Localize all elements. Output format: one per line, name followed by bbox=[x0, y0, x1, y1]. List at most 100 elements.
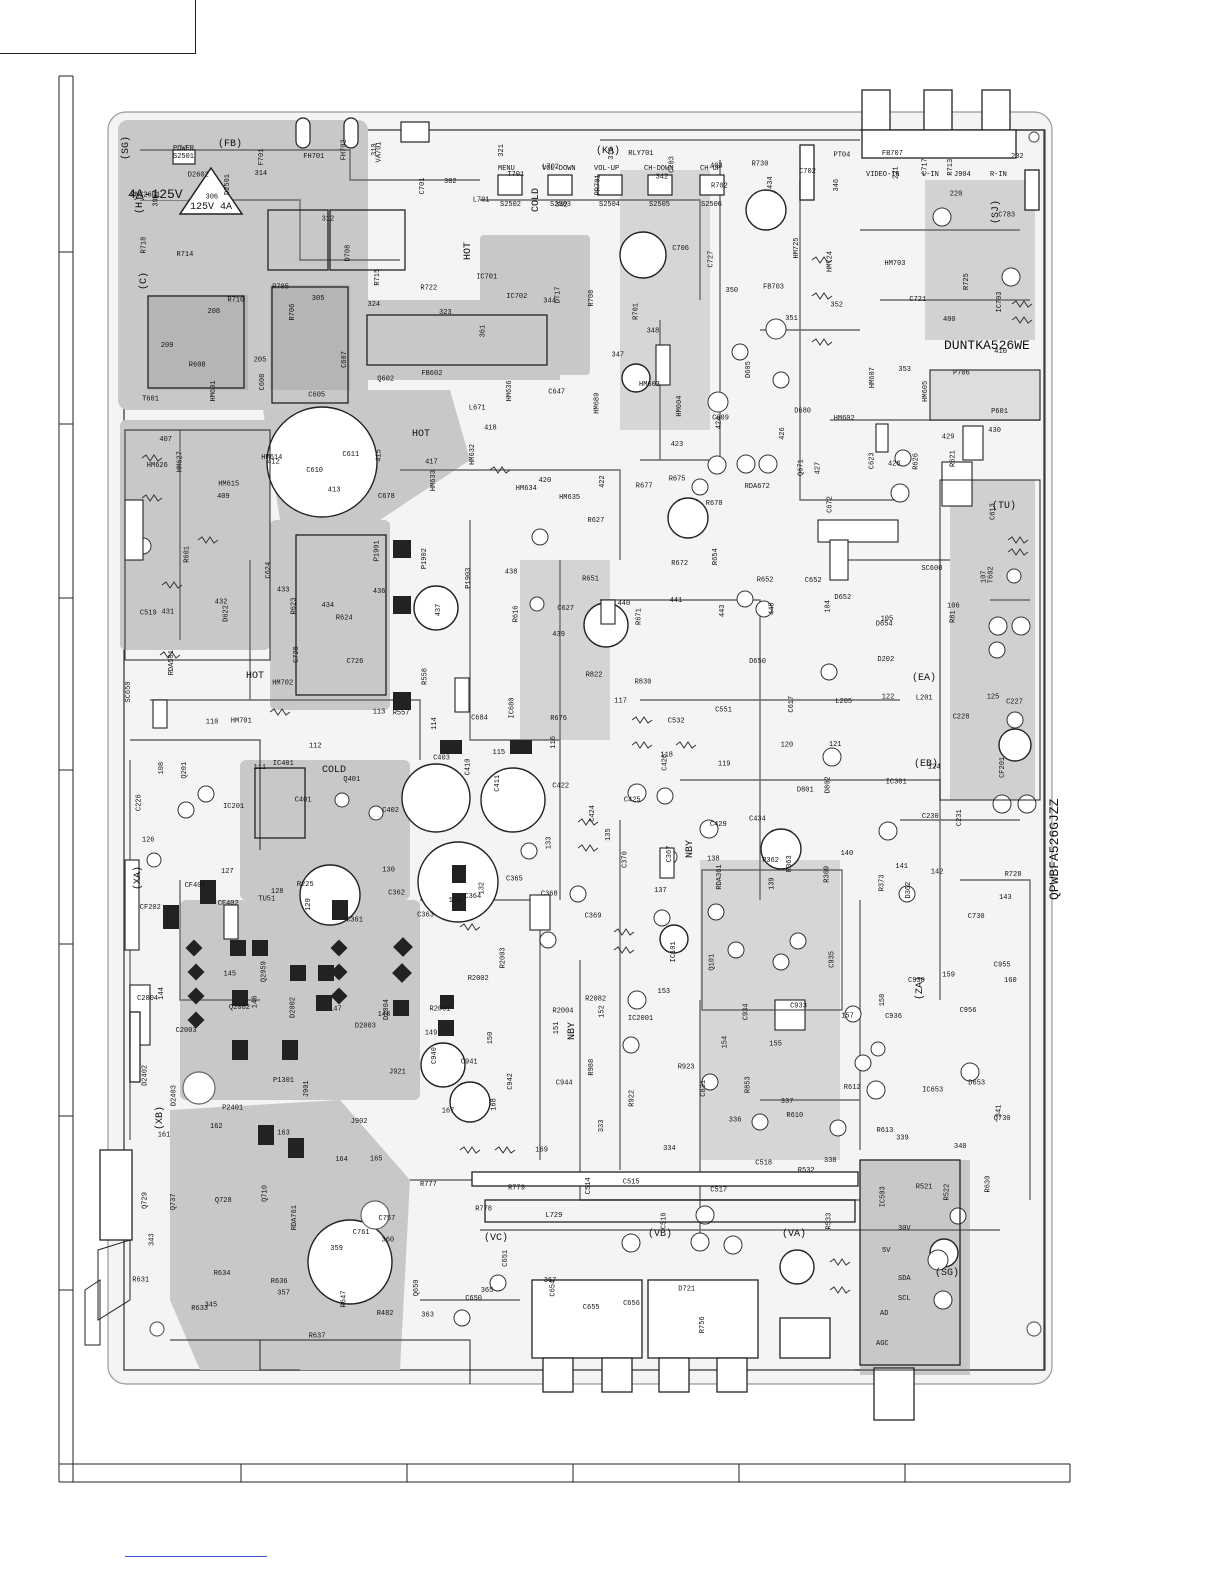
component-designator: C424 bbox=[589, 805, 597, 822]
component-designator: R557 bbox=[393, 709, 410, 717]
component-designator: HM615 bbox=[218, 480, 239, 488]
jumper-number: 124 bbox=[928, 763, 941, 771]
component-designator: C403 bbox=[433, 755, 450, 763]
jumper-number: 302 bbox=[444, 178, 457, 186]
jumper-number: 417 bbox=[425, 458, 438, 466]
component-designator: D2002 bbox=[290, 997, 298, 1018]
component-designator: D2403 bbox=[171, 1085, 179, 1106]
jack-r-in-label: R-IN bbox=[990, 171, 1007, 179]
component-designator: R728 bbox=[1005, 871, 1022, 879]
component-designator: HM636 bbox=[506, 380, 514, 401]
component-designator: HM635 bbox=[559, 494, 580, 502]
component-designator: C370 bbox=[622, 851, 630, 868]
jumper-number: 347 bbox=[612, 351, 625, 359]
component-designator: L702 bbox=[542, 163, 559, 171]
jumper-number: 409 bbox=[217, 493, 230, 501]
drawing-frame bbox=[58, 75, 1071, 1483]
component-designator: C942 bbox=[507, 1073, 515, 1090]
component-designator: C364 bbox=[464, 893, 481, 901]
component-designator: C654 bbox=[549, 1280, 557, 1297]
jumper-number: 205 bbox=[254, 357, 267, 365]
component-designator: R601 bbox=[184, 546, 192, 563]
section-tag: (VB) bbox=[648, 1228, 672, 1240]
jumper-number: 158 bbox=[879, 994, 887, 1007]
jumper-number: 142 bbox=[931, 868, 944, 876]
power-switch-ref: S2501 bbox=[173, 153, 194, 161]
component-designator: R532 bbox=[798, 1167, 815, 1175]
component-designator: J901 bbox=[303, 1080, 311, 1097]
component-designator: HM603 bbox=[639, 381, 660, 389]
footer-hyperlink-underline[interactable] bbox=[125, 1556, 267, 1557]
component-designator: C934 bbox=[742, 1003, 750, 1020]
component-designator: FB703 bbox=[763, 284, 784, 292]
component-designator: DT17 bbox=[554, 286, 562, 303]
component-designator: P1901 bbox=[374, 540, 382, 561]
jumper-number: 119 bbox=[718, 761, 731, 769]
component-designator: IC701 bbox=[476, 274, 497, 282]
component-designator: C933 bbox=[790, 1003, 807, 1011]
component-designator: C434 bbox=[749, 815, 766, 823]
jumper-number: 407 bbox=[159, 436, 172, 444]
jumper-number: 437 bbox=[435, 604, 443, 617]
component-designator: R2004 bbox=[553, 1008, 574, 1016]
component-designator: D202 bbox=[877, 656, 894, 664]
component-designator: C611 bbox=[342, 451, 359, 459]
component-designator: IC201 bbox=[223, 803, 244, 811]
component-designator: C551 bbox=[715, 706, 732, 714]
component-designator: R676 bbox=[550, 715, 567, 723]
component-designator: HM702 bbox=[272, 679, 293, 687]
component-designator: R626 bbox=[913, 453, 921, 470]
component-designator: C608 bbox=[259, 374, 267, 391]
component-designator: R713 bbox=[947, 159, 955, 176]
component-designator: L701 bbox=[473, 196, 490, 204]
jumper-number: 333 bbox=[598, 1120, 606, 1133]
jumper-number: 427 bbox=[814, 462, 822, 475]
component-designator: R616 bbox=[512, 605, 520, 622]
jumper-number: 440 bbox=[618, 600, 631, 608]
jumper-number: 343 bbox=[149, 1233, 157, 1246]
component-designator: C956 bbox=[960, 1007, 977, 1015]
component-designator: HM725 bbox=[793, 237, 801, 258]
component-designator: C940 bbox=[431, 1047, 439, 1064]
component-designator: C227 bbox=[1006, 699, 1023, 707]
cold-label-top: COLD bbox=[531, 188, 542, 212]
component-designator: R923 bbox=[678, 1064, 695, 1072]
component-designator: L205 bbox=[835, 698, 852, 706]
jumper-number: 312 bbox=[608, 147, 616, 160]
component-designator: C228 bbox=[953, 713, 970, 721]
jumper-number: 140 bbox=[841, 850, 854, 858]
jumper-number: 432 bbox=[215, 598, 228, 606]
component-designator: C624 bbox=[265, 562, 273, 579]
jumper-number: 144 bbox=[158, 987, 166, 1000]
component-designator: CF202 bbox=[140, 904, 161, 912]
jumper-number: 441 bbox=[670, 597, 683, 605]
component-designator: R612 bbox=[844, 1084, 861, 1092]
component-designator: R373 bbox=[879, 874, 887, 891]
component-designator: D653 bbox=[968, 1079, 985, 1087]
section-tag: (SJ) bbox=[990, 200, 1002, 224]
component-designator: IC503 bbox=[880, 1186, 888, 1207]
component-designator: C655 bbox=[583, 1304, 600, 1312]
component-designator: R678 bbox=[706, 500, 723, 508]
component-designator: Q2002 bbox=[229, 1004, 250, 1012]
component-designator: R714 bbox=[177, 251, 194, 259]
jumper-number: 162 bbox=[210, 1123, 223, 1131]
component-designator: R651 bbox=[582, 576, 599, 584]
component-designator: C230 bbox=[922, 813, 939, 821]
component-designator: Q737 bbox=[170, 1193, 178, 1210]
jumper-number: 323 bbox=[439, 309, 452, 317]
jumper-number: 152 bbox=[599, 1005, 607, 1018]
component-designator: C650 bbox=[465, 1295, 482, 1303]
component-designator: HM634 bbox=[516, 485, 537, 493]
component-designator: HM626 bbox=[147, 462, 168, 470]
component-designator: Q671 bbox=[797, 459, 805, 476]
component-designator: R677 bbox=[636, 483, 653, 491]
component-designator: R730 bbox=[752, 161, 769, 169]
jumper-number: 310 bbox=[371, 143, 379, 156]
component-designator: C706 bbox=[672, 245, 689, 253]
component-designator: FB602 bbox=[421, 370, 442, 378]
component-designator: C761 bbox=[353, 1229, 370, 1237]
section-tag: (EA) bbox=[912, 672, 936, 684]
component-designator: TU51 bbox=[258, 895, 275, 903]
jumper-number: 445 bbox=[769, 602, 777, 615]
